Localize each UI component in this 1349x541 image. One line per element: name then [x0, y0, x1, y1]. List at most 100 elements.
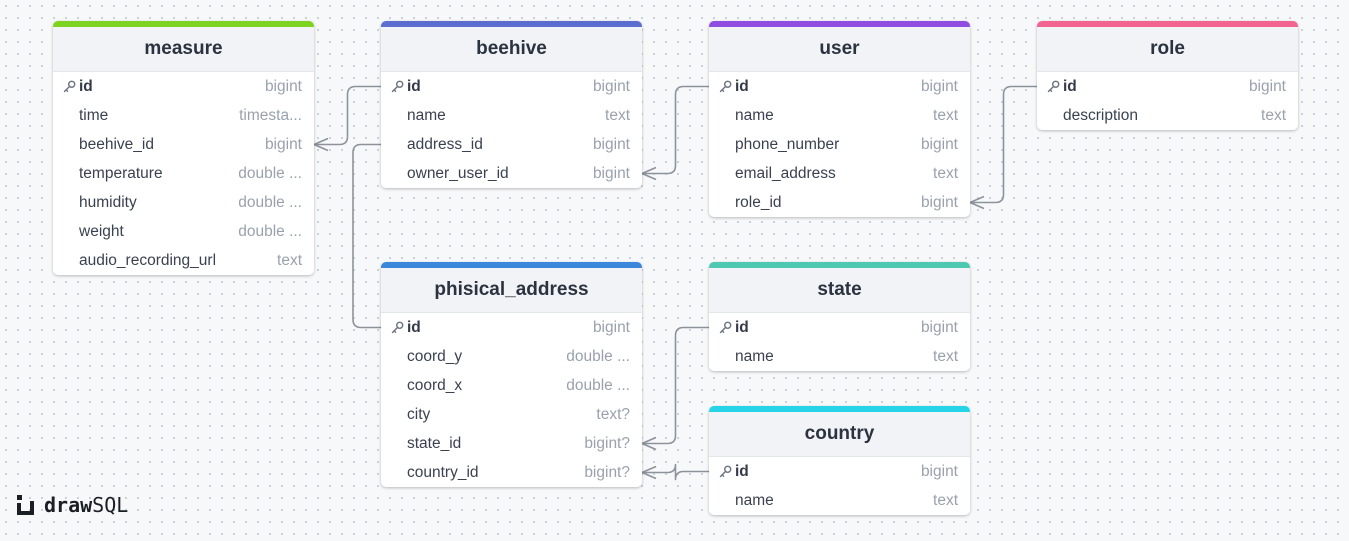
column-type: double ...: [238, 193, 302, 211]
column-row[interactable]: audio_recording_url text: [53, 246, 314, 275]
column-type: double ...: [566, 347, 630, 365]
column-name: name: [735, 491, 774, 509]
column-name: name: [407, 106, 446, 124]
column-row[interactable]: name text: [709, 486, 970, 515]
table-accent-bar: [53, 21, 314, 27]
column-name: phone_number: [735, 135, 840, 153]
logo-text: drawSQL: [44, 493, 128, 517]
column-type: bigint: [592, 135, 630, 153]
column-row[interactable]: id bigint: [709, 457, 970, 486]
crows-foot-icon: [313, 137, 329, 152]
primary-key-icon: [719, 80, 735, 93]
column-name: owner_user_id: [407, 164, 509, 182]
column-row[interactable]: humidity double ...: [53, 188, 314, 217]
drawsql-logo-icon: [17, 495, 34, 515]
column-type: bigint: [1248, 77, 1286, 95]
column-type: bigint: [592, 318, 630, 336]
relation-line: [314, 85, 381, 146]
logo-text-rest: SQL: [92, 493, 129, 517]
primary-key-icon: [391, 80, 407, 93]
column-name: coord_y: [407, 347, 463, 365]
table-title[interactable]: user: [709, 27, 970, 72]
table-role[interactable]: role id bigint description text: [1037, 21, 1298, 130]
column-name: audio_recording_url: [79, 251, 217, 269]
column-type: bigint?: [584, 434, 630, 452]
column-name: id: [735, 462, 749, 480]
crows-foot-icon: [969, 195, 985, 210]
column-type: timesta...: [239, 106, 302, 124]
table-title[interactable]: role: [1037, 27, 1298, 72]
column-type: bigint: [920, 462, 958, 480]
table-title[interactable]: measure: [53, 27, 314, 72]
column-row[interactable]: name text: [381, 101, 642, 130]
column-row[interactable]: id bigint: [1037, 72, 1298, 101]
column-type: double ...: [566, 376, 630, 394]
column-name: id: [407, 77, 421, 95]
column-row[interactable]: coord_y double ...: [381, 342, 642, 371]
column-name: id: [79, 77, 93, 95]
table-title[interactable]: country: [709, 412, 970, 457]
drawsql-logo[interactable]: drawSQL: [16, 493, 128, 517]
column-row[interactable]: address_id bigint: [381, 130, 642, 159]
relation-line: [642, 85, 709, 175]
column-type: text: [277, 251, 302, 269]
crows-foot-icon: [641, 166, 657, 181]
column-name: id: [1063, 77, 1077, 95]
table-accent-bar: [709, 262, 970, 268]
primary-key-icon: [719, 465, 735, 478]
column-row[interactable]: description text: [1037, 101, 1298, 130]
column-name: state_id: [407, 434, 462, 452]
column-name: id: [735, 318, 749, 336]
table-country[interactable]: country id bigint name text: [709, 406, 970, 515]
table-title[interactable]: beehive: [381, 27, 642, 72]
column-row[interactable]: city text?: [381, 400, 642, 429]
column-row[interactable]: coord_x double ...: [381, 371, 642, 400]
column-row[interactable]: id bigint: [53, 72, 314, 101]
table-accent-bar: [381, 21, 642, 27]
column-row[interactable]: state_id bigint?: [381, 429, 642, 458]
column-type: bigint: [592, 164, 630, 182]
column-name: name: [735, 106, 774, 124]
column-type: text: [605, 106, 630, 124]
column-type: text: [1261, 106, 1286, 124]
column-name: coord_x: [407, 376, 463, 394]
column-name: role_id: [735, 193, 782, 211]
column-name: city: [407, 405, 431, 423]
column-name: country_id: [407, 463, 479, 481]
relation-line: [970, 85, 1037, 204]
column-name: description: [1063, 106, 1138, 124]
column-type: bigint: [264, 77, 302, 95]
column-type: text?: [596, 405, 630, 423]
column-name: humidity: [79, 193, 137, 211]
table-title[interactable]: phisical_address: [381, 268, 642, 313]
table-title[interactable]: state: [709, 268, 970, 313]
column-row[interactable]: owner_user_id bigint: [381, 159, 642, 188]
column-name: address_id: [407, 135, 483, 153]
column-type: bigint: [264, 135, 302, 153]
table-accent-bar: [1037, 21, 1298, 27]
column-type: text: [933, 491, 958, 509]
column-name: id: [735, 77, 749, 95]
column-row[interactable]: id bigint: [709, 72, 970, 101]
column-type: bigint: [920, 77, 958, 95]
relation-line: [352, 143, 381, 329]
